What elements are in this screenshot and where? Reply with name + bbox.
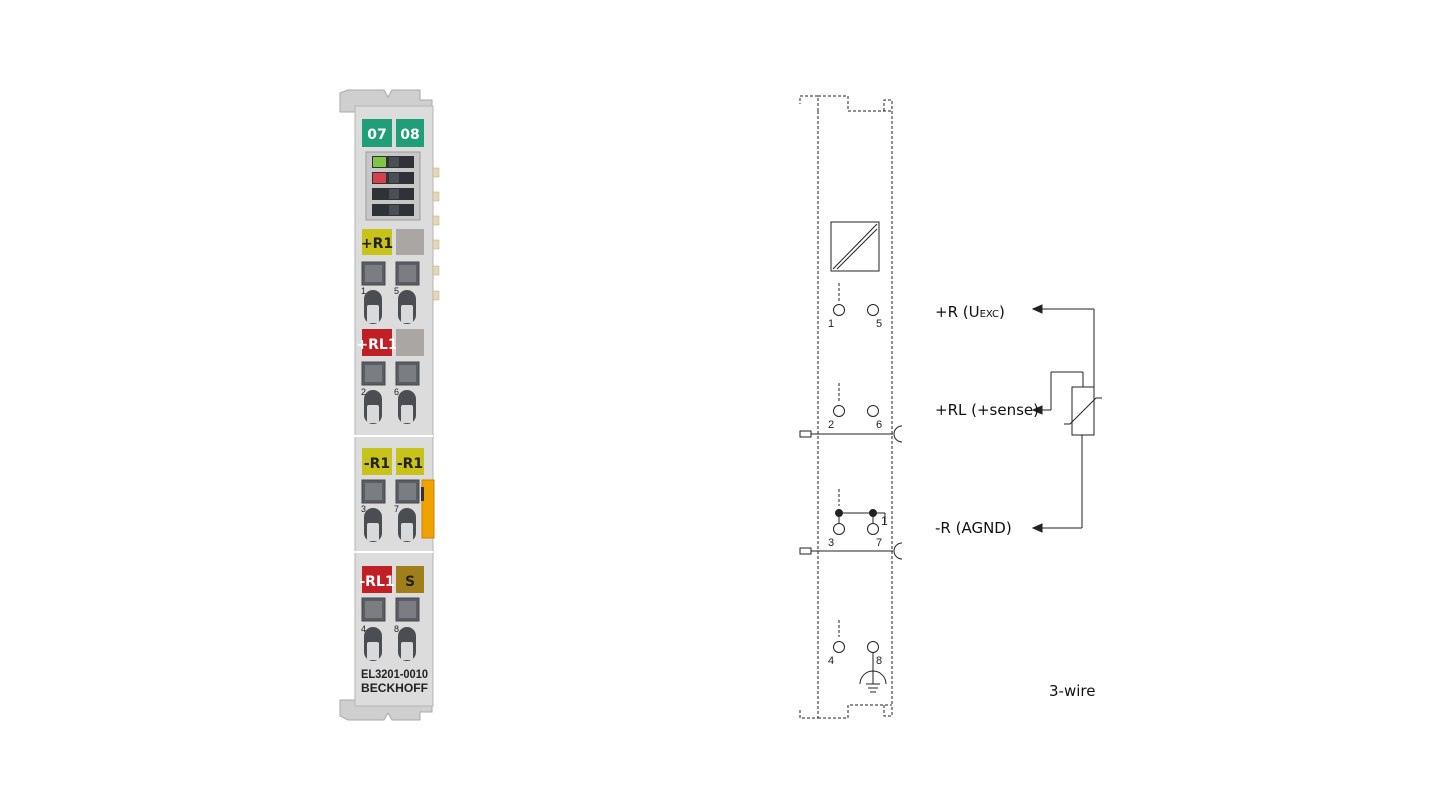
terminal-4: [833, 641, 845, 653]
terminal-8: [867, 641, 879, 653]
tag-minus-r1-right: -R1: [397, 456, 423, 472]
label-wiring-mode: 3-wire: [1049, 682, 1095, 700]
terminal-module: 07 08 +R1 1 5: [339, 89, 440, 721]
label-plus-rl: +RL (+sense): [935, 401, 1039, 419]
power-contact-upper: [799, 425, 903, 443]
led-window: [365, 151, 421, 221]
thermistor-icon: [1064, 386, 1102, 436]
power-contact-lower: [799, 542, 903, 560]
pin-label-8: 8: [876, 655, 882, 667]
module-pin-4: 4: [361, 624, 366, 634]
id-label-left: 07: [367, 127, 386, 143]
ground-icon: [859, 653, 887, 693]
terminal-2: [833, 405, 845, 417]
schematic-outline: [799, 95, 893, 719]
run-led: [373, 157, 386, 167]
jumper-mark: 1: [881, 514, 888, 528]
module-pin-1: 1: [361, 286, 366, 296]
pin-label-6: 6: [876, 419, 882, 431]
module-pin-2: 2: [361, 387, 366, 397]
module-pin-7: 7: [394, 504, 399, 514]
terminal-1: [833, 304, 845, 316]
side-contacts: [432, 167, 440, 301]
converter-symbol-icon: [830, 221, 880, 272]
tag-plus-rl1: +RL1: [356, 337, 397, 353]
tag-minus-r1-left: -R1: [364, 456, 390, 472]
orange-release-tab[interactable]: [421, 479, 435, 539]
schematic: [799, 95, 1102, 719]
pin-label-2: 2: [828, 419, 834, 431]
error-led: [373, 173, 386, 183]
jumper-3-7: [835, 509, 886, 523]
terminal-group-1: +R1 1 5: [361, 229, 424, 324]
pin-label-5: 5: [876, 318, 882, 330]
terminal-7: [867, 523, 879, 535]
module-pin-8: 8: [394, 624, 399, 634]
module-pin-3: 3: [361, 504, 366, 514]
pin-label-7: 7: [876, 537, 882, 549]
terminal-group-4: -RL1 S 4 8: [359, 566, 424, 661]
id-label-right-bg: [396, 119, 424, 147]
terminal-group-3: -R1 -R1 3 7: [361, 448, 424, 542]
terminal-group-2: +RL1 2 6: [356, 329, 424, 424]
id-label-right: 08: [400, 127, 419, 143]
brand-logo: BECKHOFF: [361, 681, 428, 695]
module-pin-5: 5: [394, 286, 399, 296]
label-minus-r: -R (AGND): [935, 519, 1012, 537]
terminal-5: [867, 304, 879, 316]
pin-label-3: 3: [828, 537, 834, 549]
orange-tab-slot: [421, 487, 424, 501]
schematic-pin-numbers: 1 5 2 6 3 7 4 8 1: [828, 318, 888, 667]
label-plus-r: +R (UEXC): [935, 303, 1005, 321]
tag-minus-rl1: -RL1: [359, 574, 394, 590]
tag-shield: S: [405, 574, 415, 590]
pin-label-1: 1: [828, 318, 834, 330]
tag-plus-r1: +R1: [361, 236, 393, 252]
terminal-6: [867, 405, 879, 417]
id-label-left-bg: [362, 119, 392, 147]
module-model: EL3201-0010: [361, 667, 428, 681]
module-pin-6: 6: [394, 387, 399, 397]
pin-label-4: 4: [828, 655, 834, 667]
terminal-3: [833, 523, 845, 535]
sensor-wiring: [1031, 304, 1095, 533]
